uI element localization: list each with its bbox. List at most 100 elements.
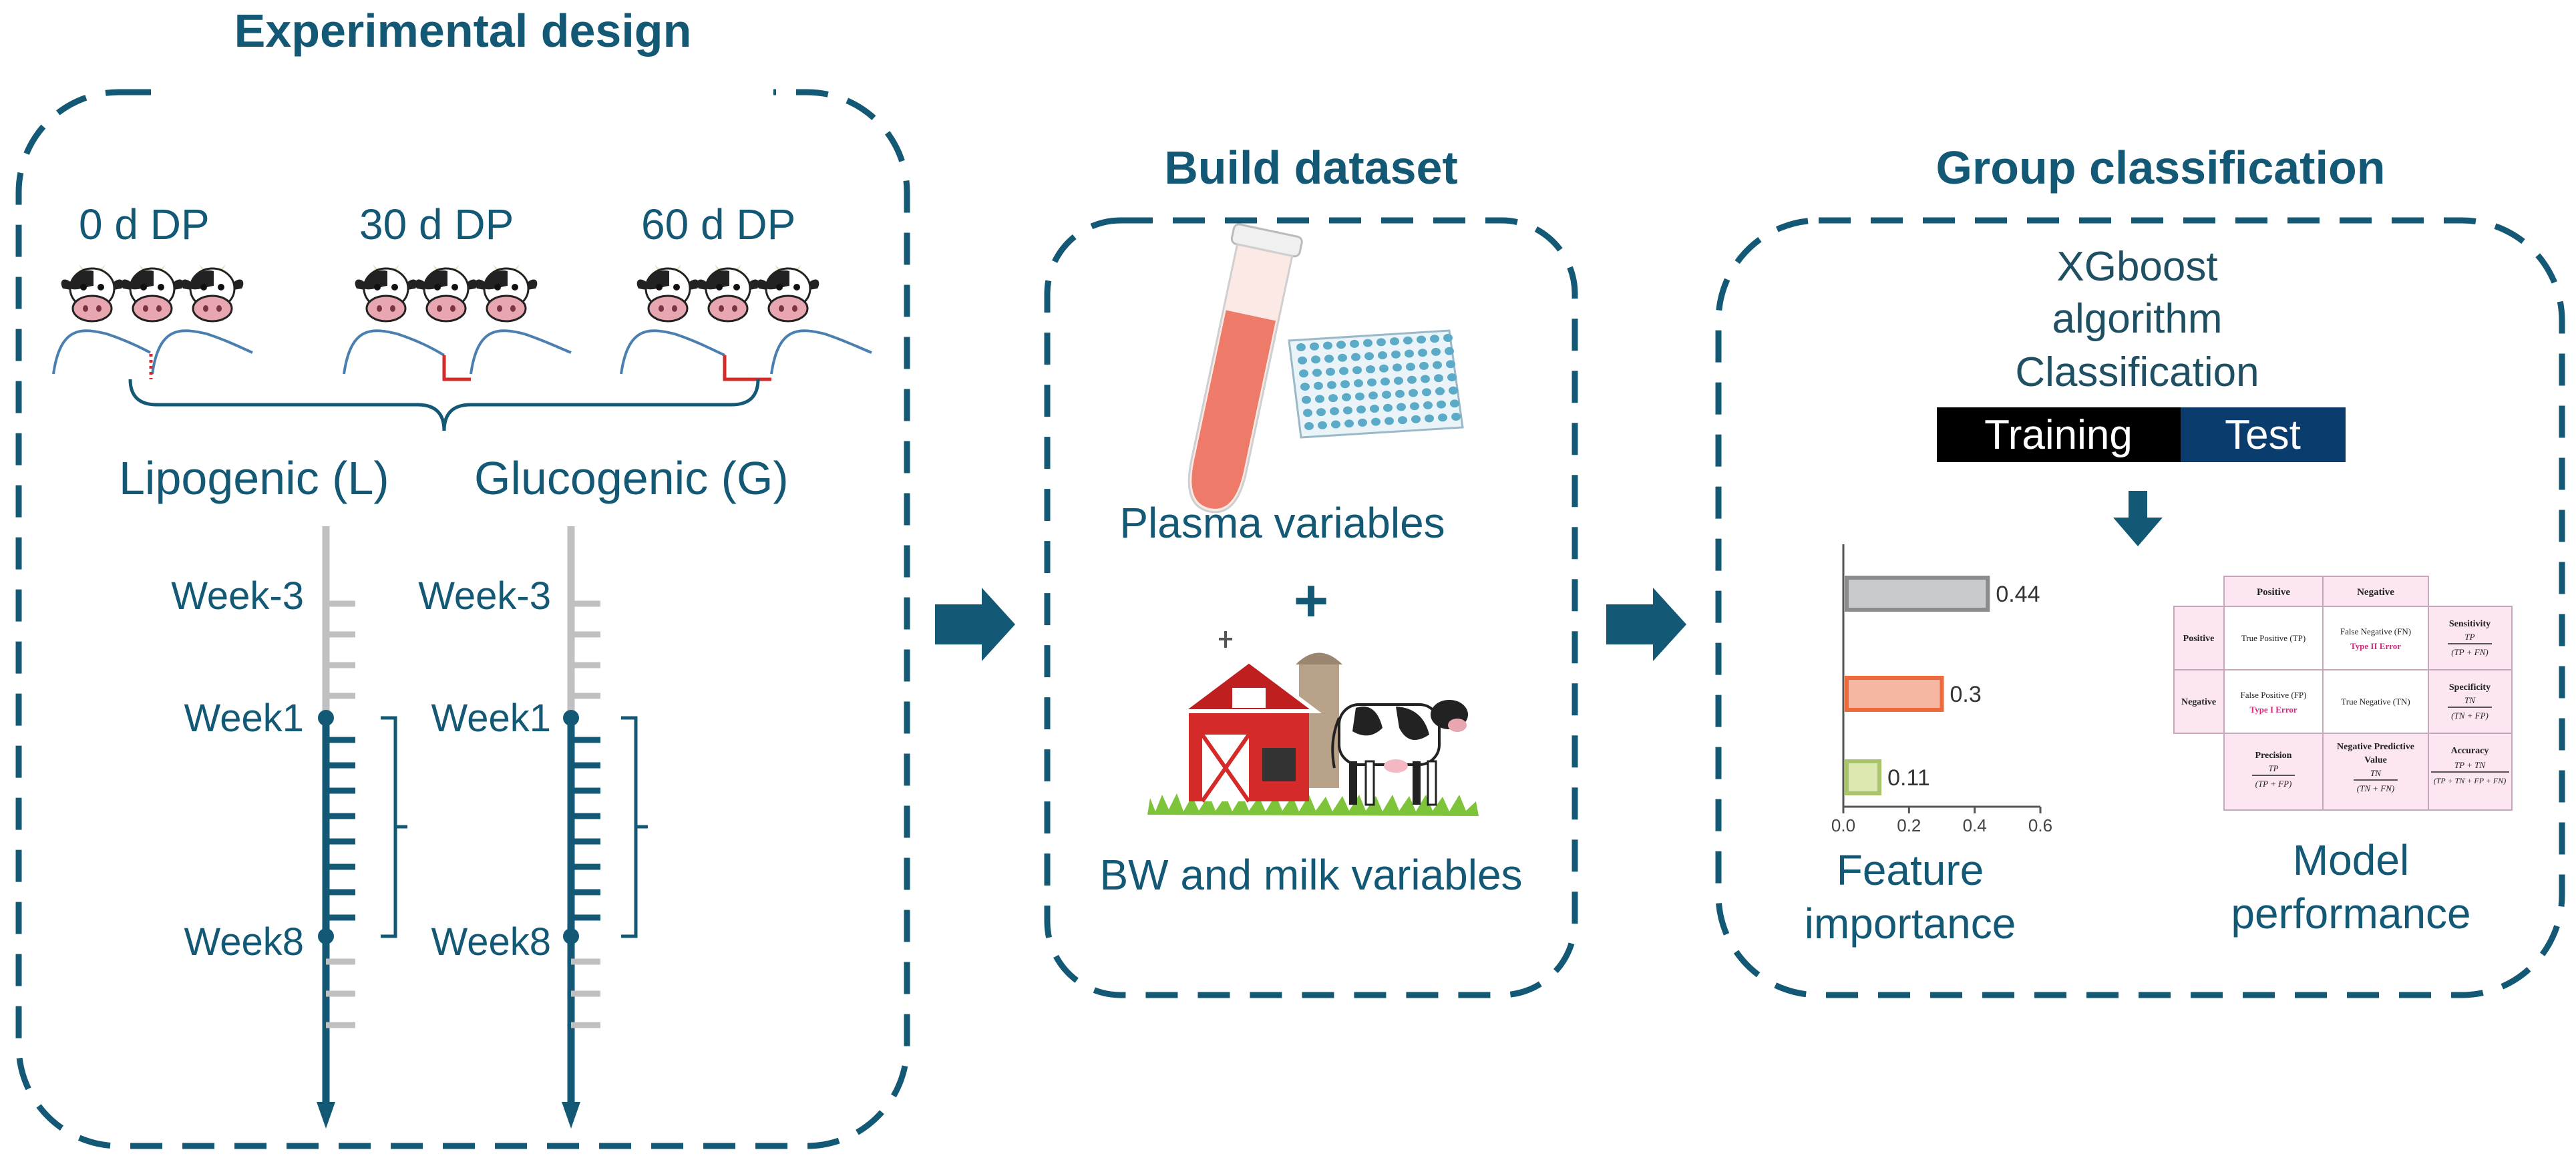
plate-well bbox=[1398, 416, 1407, 425]
importance-value-label: 0.11 bbox=[1887, 765, 1930, 791]
plate-well bbox=[1437, 400, 1446, 409]
plate-well bbox=[1367, 378, 1376, 387]
plate-well bbox=[1340, 380, 1350, 389]
plate-well bbox=[1300, 383, 1310, 391]
plate-well bbox=[1431, 347, 1441, 356]
plate-well bbox=[1318, 421, 1327, 429]
plate-well bbox=[1394, 377, 1403, 385]
week1-label-g: Week1 bbox=[431, 697, 551, 740]
group-30d-dp-label: 30 d DP bbox=[359, 200, 514, 248]
plate-well bbox=[1336, 341, 1346, 349]
arrow-right-icon-1 bbox=[935, 588, 1015, 661]
cm-row-positive: Positive bbox=[2183, 634, 2215, 644]
plasma-variables-label: Plasma variables bbox=[1119, 499, 1445, 547]
cm-sens-den: (TP + FN) bbox=[2451, 647, 2488, 657]
plate-well bbox=[1324, 355, 1334, 363]
model-line1: Model bbox=[2293, 836, 2409, 884]
cm-col-positive: Positive bbox=[2257, 587, 2290, 598]
plate-well bbox=[1379, 364, 1389, 373]
dry-period-markers bbox=[149, 354, 771, 381]
plate-well bbox=[1298, 356, 1307, 365]
plate-well bbox=[1323, 341, 1332, 350]
plate-well bbox=[1378, 351, 1387, 359]
plate-well bbox=[1376, 338, 1386, 347]
test-bar bbox=[2181, 407, 2346, 462]
plus-sign: + bbox=[1294, 568, 1329, 634]
cm-spec-num: TN bbox=[2464, 695, 2476, 705]
plate-well bbox=[1366, 365, 1375, 373]
week8-label-g: Week8 bbox=[431, 920, 551, 964]
plate-well bbox=[1422, 388, 1431, 397]
cm-tp: True Positive (TP) bbox=[2241, 633, 2306, 643]
feature-line1: Feature bbox=[1837, 846, 1984, 894]
plate-well bbox=[1304, 422, 1314, 430]
plate-well bbox=[1411, 415, 1421, 423]
panel-experimental-frame bbox=[15, 89, 910, 1149]
x-tick-label: 0.6 bbox=[2028, 815, 2052, 835]
plate-well bbox=[1406, 363, 1415, 371]
plate-well bbox=[1447, 373, 1457, 381]
importance-value-label: 0.3 bbox=[1950, 682, 1982, 707]
confusion-matrix: Positive Negative Positive Negative True… bbox=[2173, 576, 2513, 811]
timeline-glucogenic bbox=[562, 526, 648, 1129]
importance-bar bbox=[1845, 576, 1990, 612]
week-minus3-label-l: Week-3 bbox=[171, 574, 304, 618]
plate-well bbox=[1391, 350, 1401, 359]
plate-well bbox=[1433, 361, 1442, 369]
cm-accuracy: Accuracy bbox=[2451, 746, 2489, 756]
plate-well bbox=[1382, 391, 1391, 399]
cm-precision: Precision bbox=[2255, 751, 2292, 761]
plate-well bbox=[1446, 360, 1455, 369]
experimental-design-title: Experimental design bbox=[234, 5, 692, 57]
cm-col-negative: Negative bbox=[2357, 587, 2394, 598]
plate-well bbox=[1302, 395, 1311, 404]
x-tick-label: 0.2 bbox=[1897, 815, 1921, 835]
test-label: Test bbox=[2225, 412, 2301, 458]
week1-label-l: Week1 bbox=[184, 697, 304, 740]
plate-well bbox=[1443, 334, 1453, 342]
cm-acc-num: TP + TN bbox=[2454, 760, 2486, 770]
plate-well bbox=[1363, 339, 1372, 347]
plate-well bbox=[1339, 367, 1348, 375]
plate-well bbox=[1451, 413, 1461, 421]
feature-line2: importance bbox=[1805, 900, 2016, 948]
training-bar bbox=[1937, 407, 2181, 462]
plate-well bbox=[1425, 414, 1434, 423]
plate-well bbox=[1403, 336, 1413, 345]
plate-well bbox=[1407, 375, 1417, 384]
plate-well bbox=[1397, 403, 1406, 411]
plate-well bbox=[1356, 405, 1366, 414]
cm-npv-den: (TN + FN) bbox=[2357, 783, 2394, 793]
plate-well bbox=[1299, 369, 1308, 378]
cm-sensitivity: Sensitivity bbox=[2449, 619, 2491, 629]
lipogenic-label: Lipogenic (L) bbox=[119, 452, 389, 504]
plate-well bbox=[1419, 361, 1429, 370]
plate-well bbox=[1423, 401, 1433, 409]
cm-spec-den: (TN + FP) bbox=[2451, 711, 2489, 721]
plate-well bbox=[1364, 352, 1374, 361]
plate-well bbox=[1418, 349, 1427, 357]
plate-well bbox=[1393, 363, 1402, 372]
cm-tn: True Negative (TN) bbox=[2341, 697, 2410, 707]
plate-well bbox=[1327, 381, 1336, 389]
cm-specificity: Specificity bbox=[2449, 682, 2491, 693]
plate-well bbox=[1449, 386, 1458, 395]
plate-well bbox=[1381, 377, 1390, 386]
plate-well bbox=[1368, 391, 1378, 400]
cow-illustration bbox=[1331, 700, 1468, 806]
plate-well bbox=[1371, 417, 1381, 426]
farm-illustration bbox=[1147, 631, 1479, 816]
algo-line2: algorithm bbox=[2052, 296, 2223, 342]
plate-well bbox=[1343, 406, 1352, 415]
plate-well bbox=[1405, 349, 1414, 358]
plate-well bbox=[1352, 366, 1362, 375]
lactation-curves bbox=[52, 329, 872, 375]
algo-line3: Classification bbox=[2015, 349, 2259, 395]
timeline-lipogenic bbox=[317, 526, 407, 1129]
training-label: Training bbox=[1984, 412, 2133, 458]
plate-well bbox=[1330, 407, 1339, 415]
model-line2: performance bbox=[2231, 890, 2470, 938]
cm-fn: False Negative (FN) bbox=[2340, 626, 2411, 636]
panel-classification-frame bbox=[1715, 217, 2565, 998]
